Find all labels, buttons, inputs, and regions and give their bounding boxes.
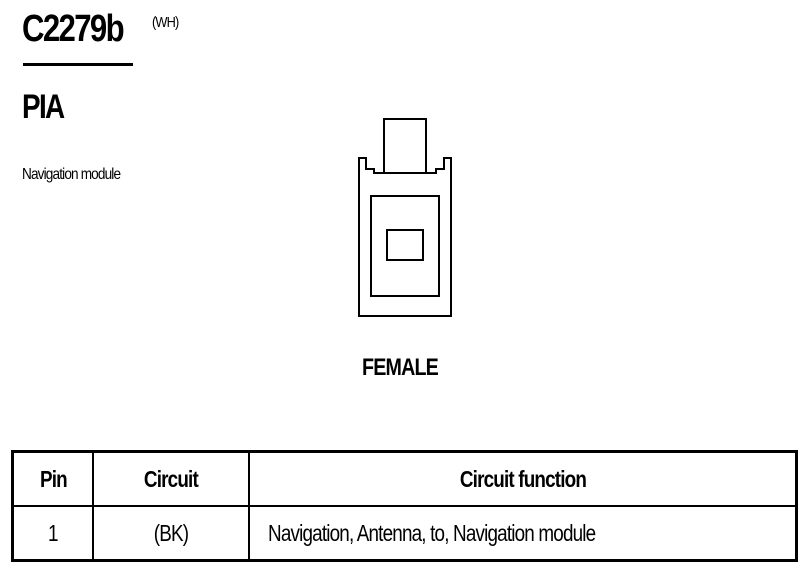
harness-code: PIA	[22, 88, 65, 126]
connector-latch	[383, 118, 427, 174]
connector-gender-label: FEMALE	[362, 354, 439, 381]
connector-color-code: (WH)	[152, 14, 179, 31]
circuit-cell: (BK)	[92, 505, 250, 562]
connector-face-drawing	[358, 118, 452, 317]
circuit-function-column-header: Circuit function	[248, 450, 798, 507]
circuit-column-header: Circuit	[92, 450, 250, 507]
connector-cavity	[370, 195, 440, 297]
pin-table: Pin Circuit Circuit function 1 (BK) Navi…	[11, 450, 798, 562]
circuit-function-cell: Navigation, Antenna, to, Navigation modu…	[248, 505, 798, 562]
pin-table-header-row: Pin Circuit Circuit function	[11, 450, 798, 507]
pin-number-cell: 1	[11, 505, 94, 562]
component-name: Navigation module	[22, 166, 121, 183]
pin-column-header: Pin	[11, 450, 94, 507]
title-underline	[23, 63, 133, 66]
table-row: 1 (BK) Navigation, Antenna, to, Navigati…	[11, 505, 798, 562]
connector-id: C2279b	[22, 8, 125, 50]
terminal-slot	[386, 229, 424, 261]
connector-housing	[358, 157, 452, 317]
